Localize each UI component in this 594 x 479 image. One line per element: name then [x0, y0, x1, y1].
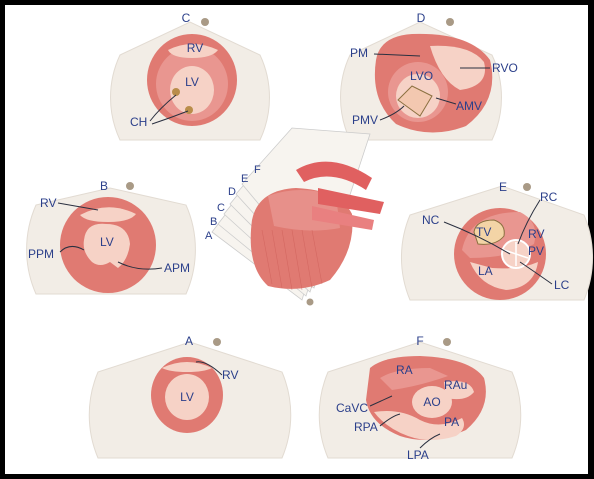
view-e-marker: [523, 183, 531, 191]
view-f-cavc-label: CaVC: [336, 401, 368, 415]
view-d-amv-label: AMV: [456, 99, 482, 113]
plane-label-d: D: [228, 186, 236, 198]
view-d-rvo-label: RVO: [492, 61, 518, 75]
plane-label-b: B: [210, 216, 217, 228]
view-d-letter: D: [417, 11, 426, 25]
view-f-ra-label: RA: [396, 363, 413, 377]
view-b: B RV LV PPM APM: [27, 179, 196, 294]
view-e-rc-label: RC: [540, 190, 558, 204]
view-e-rv-label: RV: [528, 227, 544, 241]
view-f-marker: [443, 338, 451, 346]
view-a-marker: [213, 338, 221, 346]
view-f-ao-label: AO: [423, 395, 440, 409]
view-f-rpa-label: RPA: [354, 420, 378, 434]
central-heart: A B C D E F: [205, 128, 384, 306]
view-f-rau-label: RAu: [444, 378, 467, 392]
view-b-marker: [126, 182, 134, 190]
view-e-la-label: LA: [478, 264, 493, 278]
view-b-apm-label: APM: [164, 261, 190, 275]
plane-label-f: F: [254, 164, 261, 176]
view-b-lv-label: LV: [100, 235, 114, 249]
view-b-letter: B: [100, 179, 108, 193]
view-e-pv-label: PV: [528, 244, 544, 258]
view-f-lpa-label: LPA: [407, 448, 429, 462]
view-c-chorda-1: [172, 88, 180, 96]
view-e-letter: E: [499, 180, 507, 194]
view-c-lv-label: LV: [185, 75, 199, 89]
plane-label-e: E: [241, 173, 248, 185]
view-d-marker: [446, 18, 454, 26]
view-a-rv-label: RV: [222, 368, 238, 382]
view-c-ch-label: CH: [130, 115, 147, 129]
view-c-rv-label: RV: [187, 41, 203, 55]
view-d: D PM RVO LVO AMV PMV: [341, 11, 518, 140]
central-marker: [307, 299, 314, 306]
view-b-rv-label: RV: [40, 196, 56, 210]
view-d-pm-label: PM: [350, 46, 368, 60]
view-c-marker: [201, 18, 209, 26]
view-c: C RV LV CH: [111, 11, 270, 140]
view-d-lvo-label: LVO: [410, 69, 433, 83]
view-c-chorda-2: [185, 106, 193, 114]
plane-label-a: A: [205, 230, 213, 242]
view-c-letter: C: [182, 11, 191, 25]
view-f-pa-label: PA: [444, 415, 459, 429]
view-d-pmv-label: PMV: [352, 113, 378, 127]
view-f: F RA RAu AO CaVC RPA PA LPA: [319, 334, 521, 462]
view-e-tv-label: TV: [476, 225, 491, 239]
view-a: A RV LV: [89, 334, 291, 458]
view-a-lv-label: LV: [180, 390, 194, 404]
view-b-ppm-label: PPM: [28, 247, 54, 261]
view-f-letter: F: [416, 334, 423, 348]
view-e-lc-label: LC: [554, 278, 570, 292]
plane-label-c: C: [217, 202, 225, 214]
view-e: E NC RC TV RV PV LA LC: [401, 180, 592, 300]
view-e-nc-label: NC: [422, 213, 440, 227]
view-a-letter: A: [185, 334, 193, 348]
